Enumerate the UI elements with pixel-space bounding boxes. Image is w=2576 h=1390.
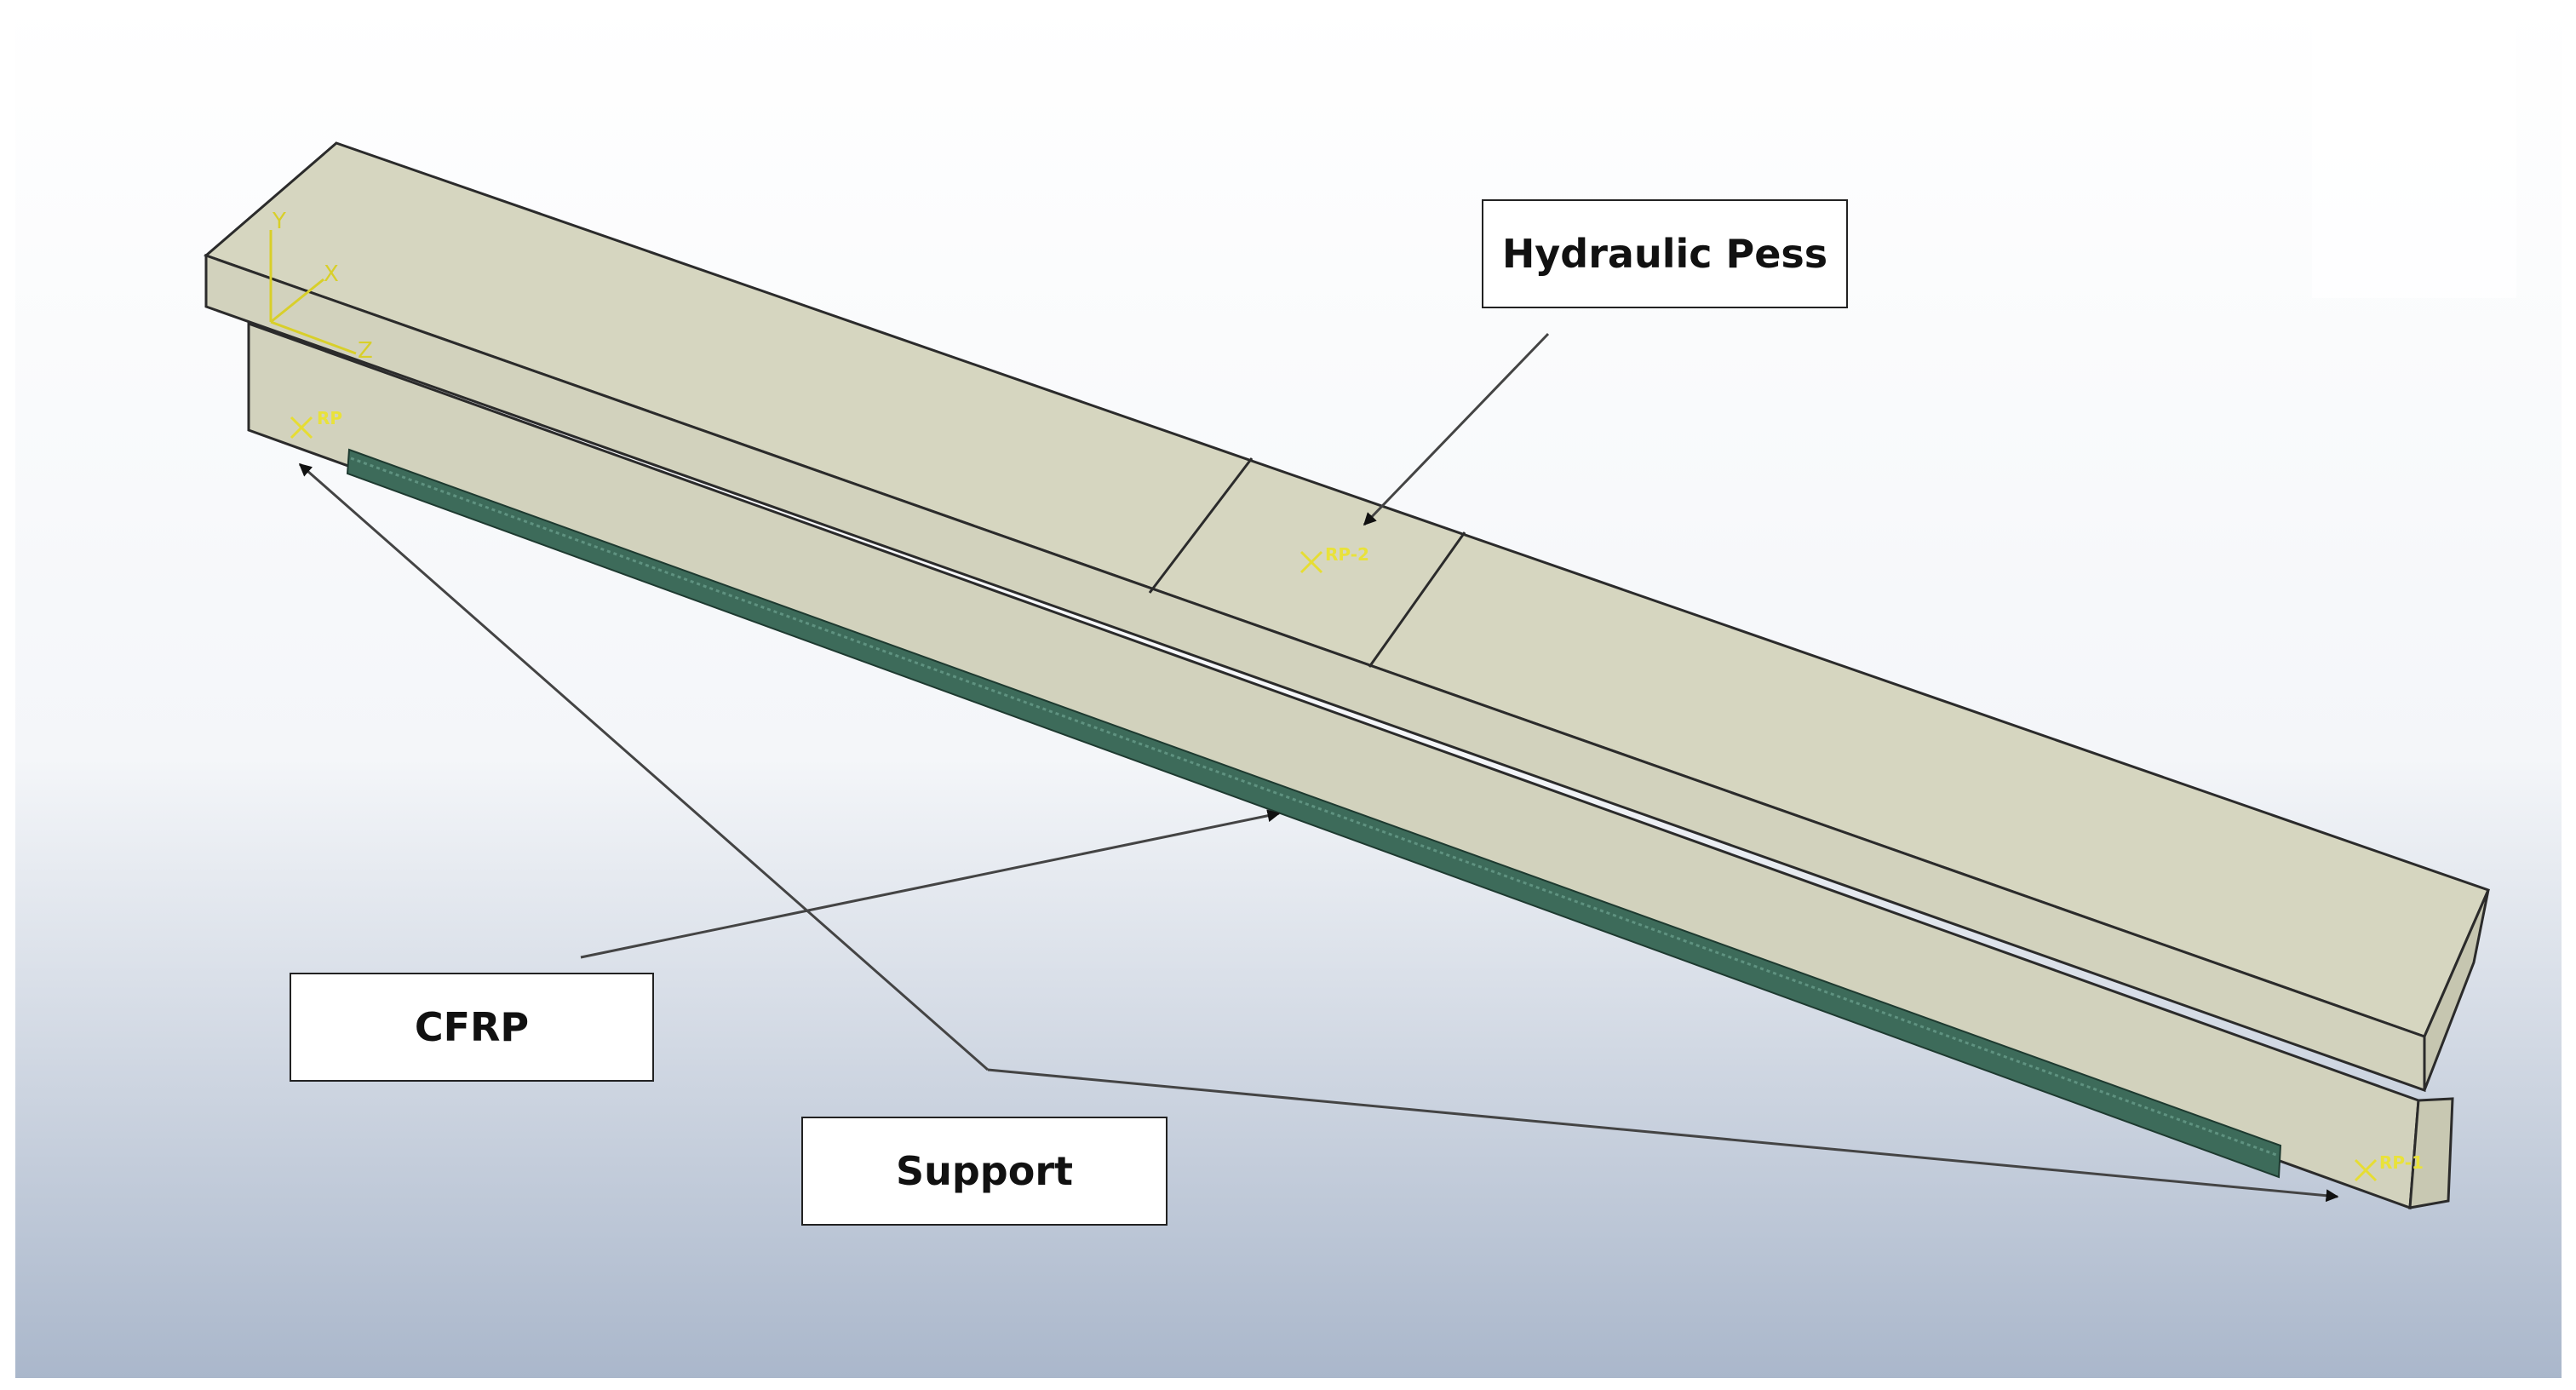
rp-middle-label: RP-2	[1325, 544, 1369, 565]
support-leader-arrow-left	[298, 462, 989, 1071]
reference-point-left: RP	[290, 408, 342, 439]
beam-flange-end-face	[2423, 889, 2490, 1091]
cfrp-strip-highlight	[350, 457, 2280, 1157]
reference-point-right: RP-1	[2354, 1152, 2424, 1182]
axis-label-x: X	[324, 261, 339, 287]
hydraulic-leader-arrow	[1363, 332, 1550, 526]
axis-label-z: Z	[358, 338, 373, 364]
rp-right-label: RP-1	[2379, 1152, 2424, 1173]
reference-point-middle: RP-2	[1299, 544, 1369, 574]
cfrp-label: CFRP	[290, 973, 654, 1082]
support-label: Support	[801, 1117, 1168, 1226]
axis-triad: Y X Z	[269, 209, 373, 364]
hydraulic-press-label: Hydraulic Pess	[1482, 199, 1848, 308]
rp-left-label: RP	[317, 408, 342, 428]
viewport-corner-panel	[2312, 17, 2516, 298]
axis-label-y: Y	[272, 209, 286, 234]
beam-web-end-face	[2408, 1097, 2454, 1209]
support-leader-arrow-right	[987, 1068, 2339, 1203]
load-zone-line-right	[1368, 531, 1466, 668]
cfrp-leader-arrow	[580, 809, 1281, 959]
cfrp-strip	[346, 448, 2282, 1179]
load-zone-line-left	[1148, 457, 1254, 594]
